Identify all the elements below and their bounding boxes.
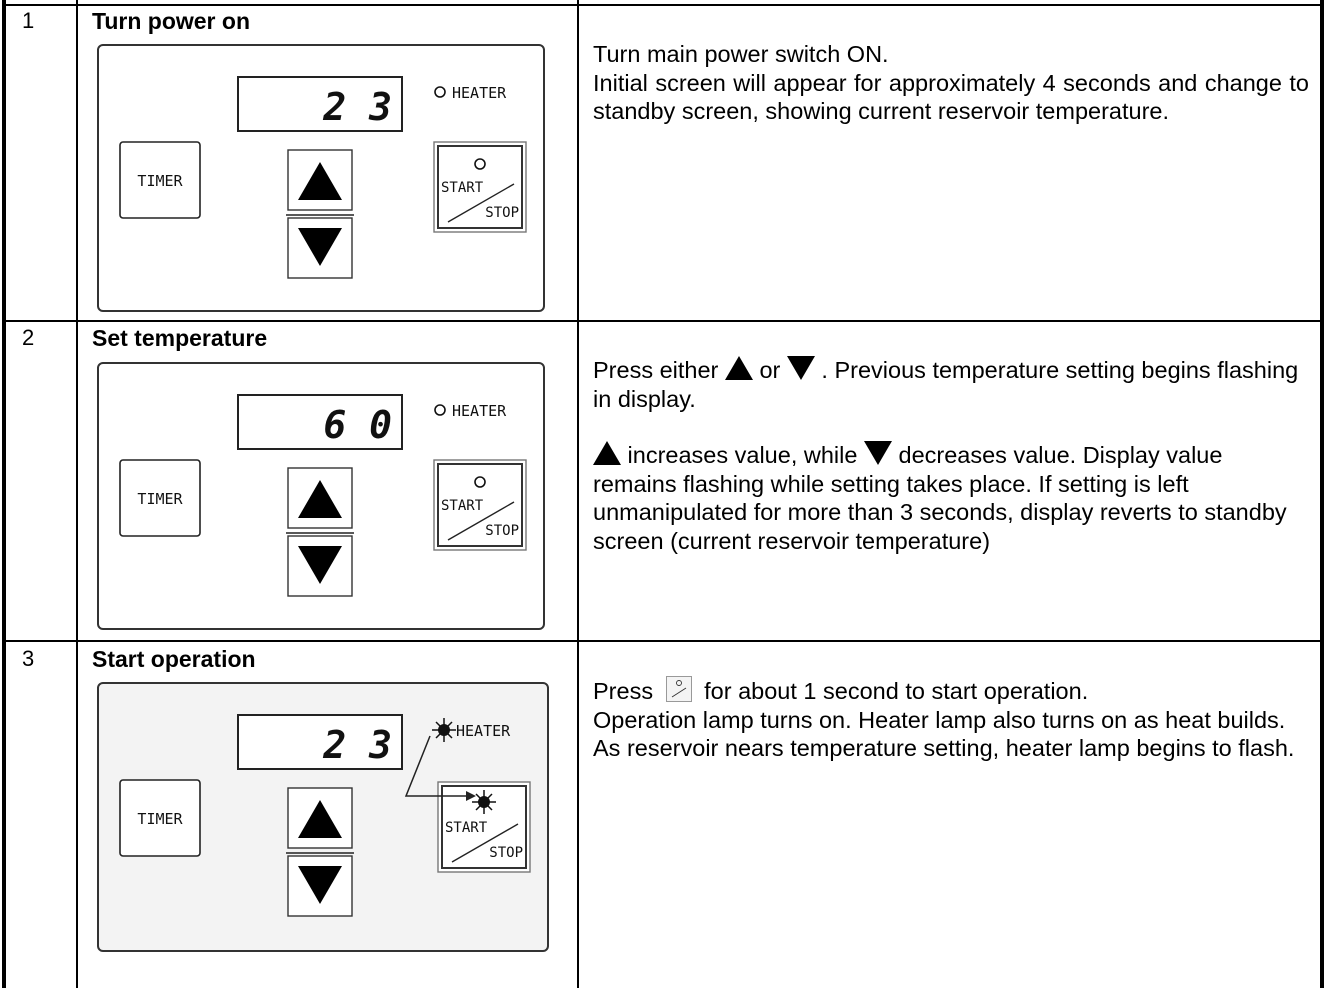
description-text: decreases value. Display value remains f… xyxy=(593,442,1287,554)
triangle-up-icon xyxy=(298,162,342,200)
triangle-up-icon xyxy=(298,800,342,838)
triangle-down-icon xyxy=(298,546,342,584)
callout-arrow xyxy=(404,735,470,797)
step-title: Start operation xyxy=(92,646,256,672)
step-description: Turn main power switch ON. Initial scree… xyxy=(593,40,1309,126)
temperature-display xyxy=(237,394,403,450)
description-line: Operation lamp turns on. Heater lamp als… xyxy=(593,706,1286,733)
control-panel-diagram: 2 3 HEATER TIMER START STOP xyxy=(97,44,545,312)
timer-label: TIMER xyxy=(137,172,183,190)
stop-label: STOP xyxy=(489,845,523,861)
description-line: As reservoir nears temperature setting, … xyxy=(593,735,1295,761)
temperature-display xyxy=(237,76,403,132)
display-readout: 2 3 xyxy=(322,85,392,129)
heater-lamp-icon xyxy=(434,86,446,98)
triangle-down-icon xyxy=(298,228,342,266)
description-line: Turn main power switch ON. xyxy=(593,41,889,67)
heater-label: HEATER xyxy=(452,84,507,102)
start-label: START xyxy=(441,180,484,196)
heater-label: HEATER xyxy=(456,722,511,740)
step-number: 3 xyxy=(22,646,35,671)
start-stop-button-icon xyxy=(665,676,692,702)
description-paragraph: Press either or . Previous temperature s… xyxy=(593,356,1309,413)
step-description: Press for about 1 second to start operat… xyxy=(593,676,1309,763)
step-description: Press either or . Previous temperature s… xyxy=(593,356,1309,555)
start-label: START xyxy=(445,820,488,836)
description-text: for about 1 second to start operation. xyxy=(704,678,1089,704)
timer-button xyxy=(119,779,201,857)
step-number: 1 xyxy=(22,8,35,33)
triangle-up-icon xyxy=(593,441,621,465)
operation-lamp-icon xyxy=(474,158,486,170)
step-title: Set temperature xyxy=(92,325,268,351)
start-label: START xyxy=(441,498,484,514)
triangle-down-icon xyxy=(786,356,815,380)
timer-button xyxy=(119,459,201,537)
table-divider-number xyxy=(76,0,78,988)
control-panel-diagram: 2 3 HEATER TIMER START STOP xyxy=(97,682,549,952)
table-border-left xyxy=(2,0,6,988)
description-paragraph: Initial screen will appear for approxima… xyxy=(593,69,1309,125)
row-separator xyxy=(2,640,1324,642)
timer-label: TIMER xyxy=(137,490,183,508)
description-paragraph: increases value, while decreases value. … xyxy=(593,441,1309,555)
description-text: Press xyxy=(593,678,654,704)
table-divider-description xyxy=(577,0,579,988)
triangle-down-icon xyxy=(863,441,892,465)
triangle-up-icon xyxy=(724,356,753,380)
row-separator xyxy=(2,4,1324,6)
heater-lamp-icon xyxy=(434,404,446,416)
timer-label: TIMER xyxy=(137,810,183,828)
triangle-down-icon xyxy=(298,866,342,904)
display-readout: 2 3 xyxy=(322,723,392,767)
step-title: Turn power on xyxy=(92,8,251,34)
description-text: or xyxy=(759,357,781,383)
description-text: . Previous temperature setting begins fl… xyxy=(593,357,1299,412)
timer-button xyxy=(119,141,201,219)
operation-lamp-icon xyxy=(474,476,486,488)
arrowhead-icon xyxy=(466,791,476,801)
table-border-right xyxy=(1320,0,1324,988)
description-paragraph: Press for about 1 second to start operat… xyxy=(593,676,1309,706)
description-text: increases value, while xyxy=(627,442,858,468)
stop-label: STOP xyxy=(485,523,519,539)
row-separator xyxy=(2,320,1324,322)
step-number: 2 xyxy=(22,325,35,350)
heater-lamp-lit-icon xyxy=(432,718,456,742)
operation-lamp-lit-icon xyxy=(472,790,496,814)
triangle-up-icon xyxy=(298,480,342,518)
heater-label: HEATER xyxy=(452,402,507,420)
stop-label: STOP xyxy=(485,205,519,221)
temperature-display xyxy=(237,714,403,770)
description-text: Press either xyxy=(593,357,719,383)
control-panel-diagram: 6 0 HEATER TIMER START STOP xyxy=(97,362,545,630)
display-readout: 6 0 xyxy=(323,403,392,447)
